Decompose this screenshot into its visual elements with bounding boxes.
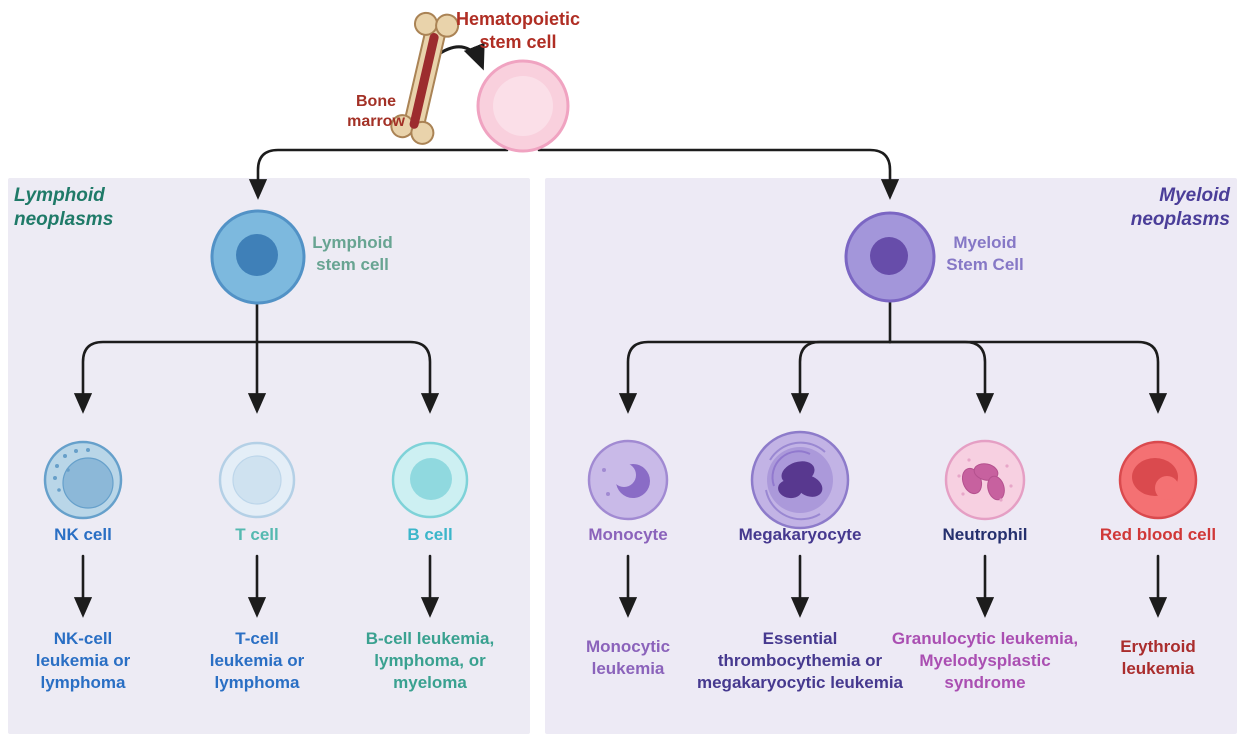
- bone-marrow-label: Bone marrow: [347, 93, 405, 131]
- nk-disease-label: NK-cell leukemia or lymphoma: [35, 629, 131, 692]
- red-blood-cell-icon: [1118, 440, 1198, 520]
- b-cell-icon: [391, 441, 469, 519]
- arrow-myeloid-to-megakaryocyte: [790, 340, 892, 414]
- arrow-lymphoid-to-b: [255, 340, 440, 414]
- megakaryocyte-icon: [750, 430, 850, 530]
- arrow-myeloid-to-rbc: [888, 340, 1168, 414]
- monocyte-icon: [587, 439, 669, 521]
- arrow-myeloid-to-neutrophil: [888, 340, 995, 414]
- nucleus: [870, 237, 908, 275]
- bone-marrow-icon: [390, 11, 460, 145]
- megakaryocyte-label: Megakaryocyte: [738, 525, 862, 544]
- neutrophil-disease-label: Granulocytic leukemia, Myelodysplastic s…: [891, 629, 1079, 692]
- arrow-hsc-to-lymphoid: [248, 148, 509, 200]
- hematopoietic-stem-cell-icon: [476, 59, 570, 153]
- monocyte-disease-label: Monocytic leukemia: [585, 637, 671, 678]
- nucleus: [778, 461, 823, 499]
- marrow-core: [409, 33, 439, 129]
- t-cell-label: T cell: [235, 525, 279, 544]
- nucleus: [410, 458, 452, 500]
- b-disease-label: B-cell leukemia, lymphoma, or myeloma: [365, 629, 495, 692]
- arrow-hsc-to-myeloid: [537, 148, 900, 200]
- neutrophil-label: Neutrophil: [942, 525, 1028, 544]
- neutrophil-icon: [944, 439, 1026, 521]
- myeloid-panel-title: Myeloid neoplasms: [1130, 185, 1230, 230]
- arrow-lymphoid-to-nk: [73, 340, 259, 414]
- lymphoid-panel-title: Lymphoid neoplasms: [14, 185, 114, 230]
- t-disease-label: T-cell leukemia or lymphoma: [209, 629, 305, 692]
- nucleus: [62, 457, 114, 509]
- lymphoid-stem-cell-label: Lymphoid stem cell: [312, 233, 393, 274]
- red-blood-cell-label: Red blood cell: [1099, 525, 1217, 544]
- monocyte-label: Monocyte: [588, 525, 668, 544]
- nk-cell-icon: [43, 440, 123, 520]
- arrow-myeloid-to-monocyte: [618, 340, 892, 414]
- nk-cell-label: NK cell: [54, 525, 112, 544]
- b-cell-label: B cell: [407, 525, 453, 544]
- hematopoietic-stem-cell-label: Hematopoietic stem cell: [455, 9, 581, 53]
- myeloid-stem-cell-icon: [844, 211, 936, 303]
- rbc-disease-label: Erythroid leukemia: [1120, 637, 1196, 678]
- nucleus: [236, 234, 278, 276]
- myeloid-stem-cell-label: Myeloid Stem Cell: [946, 233, 1024, 274]
- lymphoid-stem-cell-icon: [210, 209, 306, 305]
- nucleus: [961, 463, 1005, 501]
- t-cell-icon: [218, 441, 296, 519]
- nucleus: [493, 76, 553, 136]
- nucleus: [232, 455, 282, 505]
- megakaryocyte-disease-label: Essential thrombocythemia or megakaryocy…: [696, 629, 903, 692]
